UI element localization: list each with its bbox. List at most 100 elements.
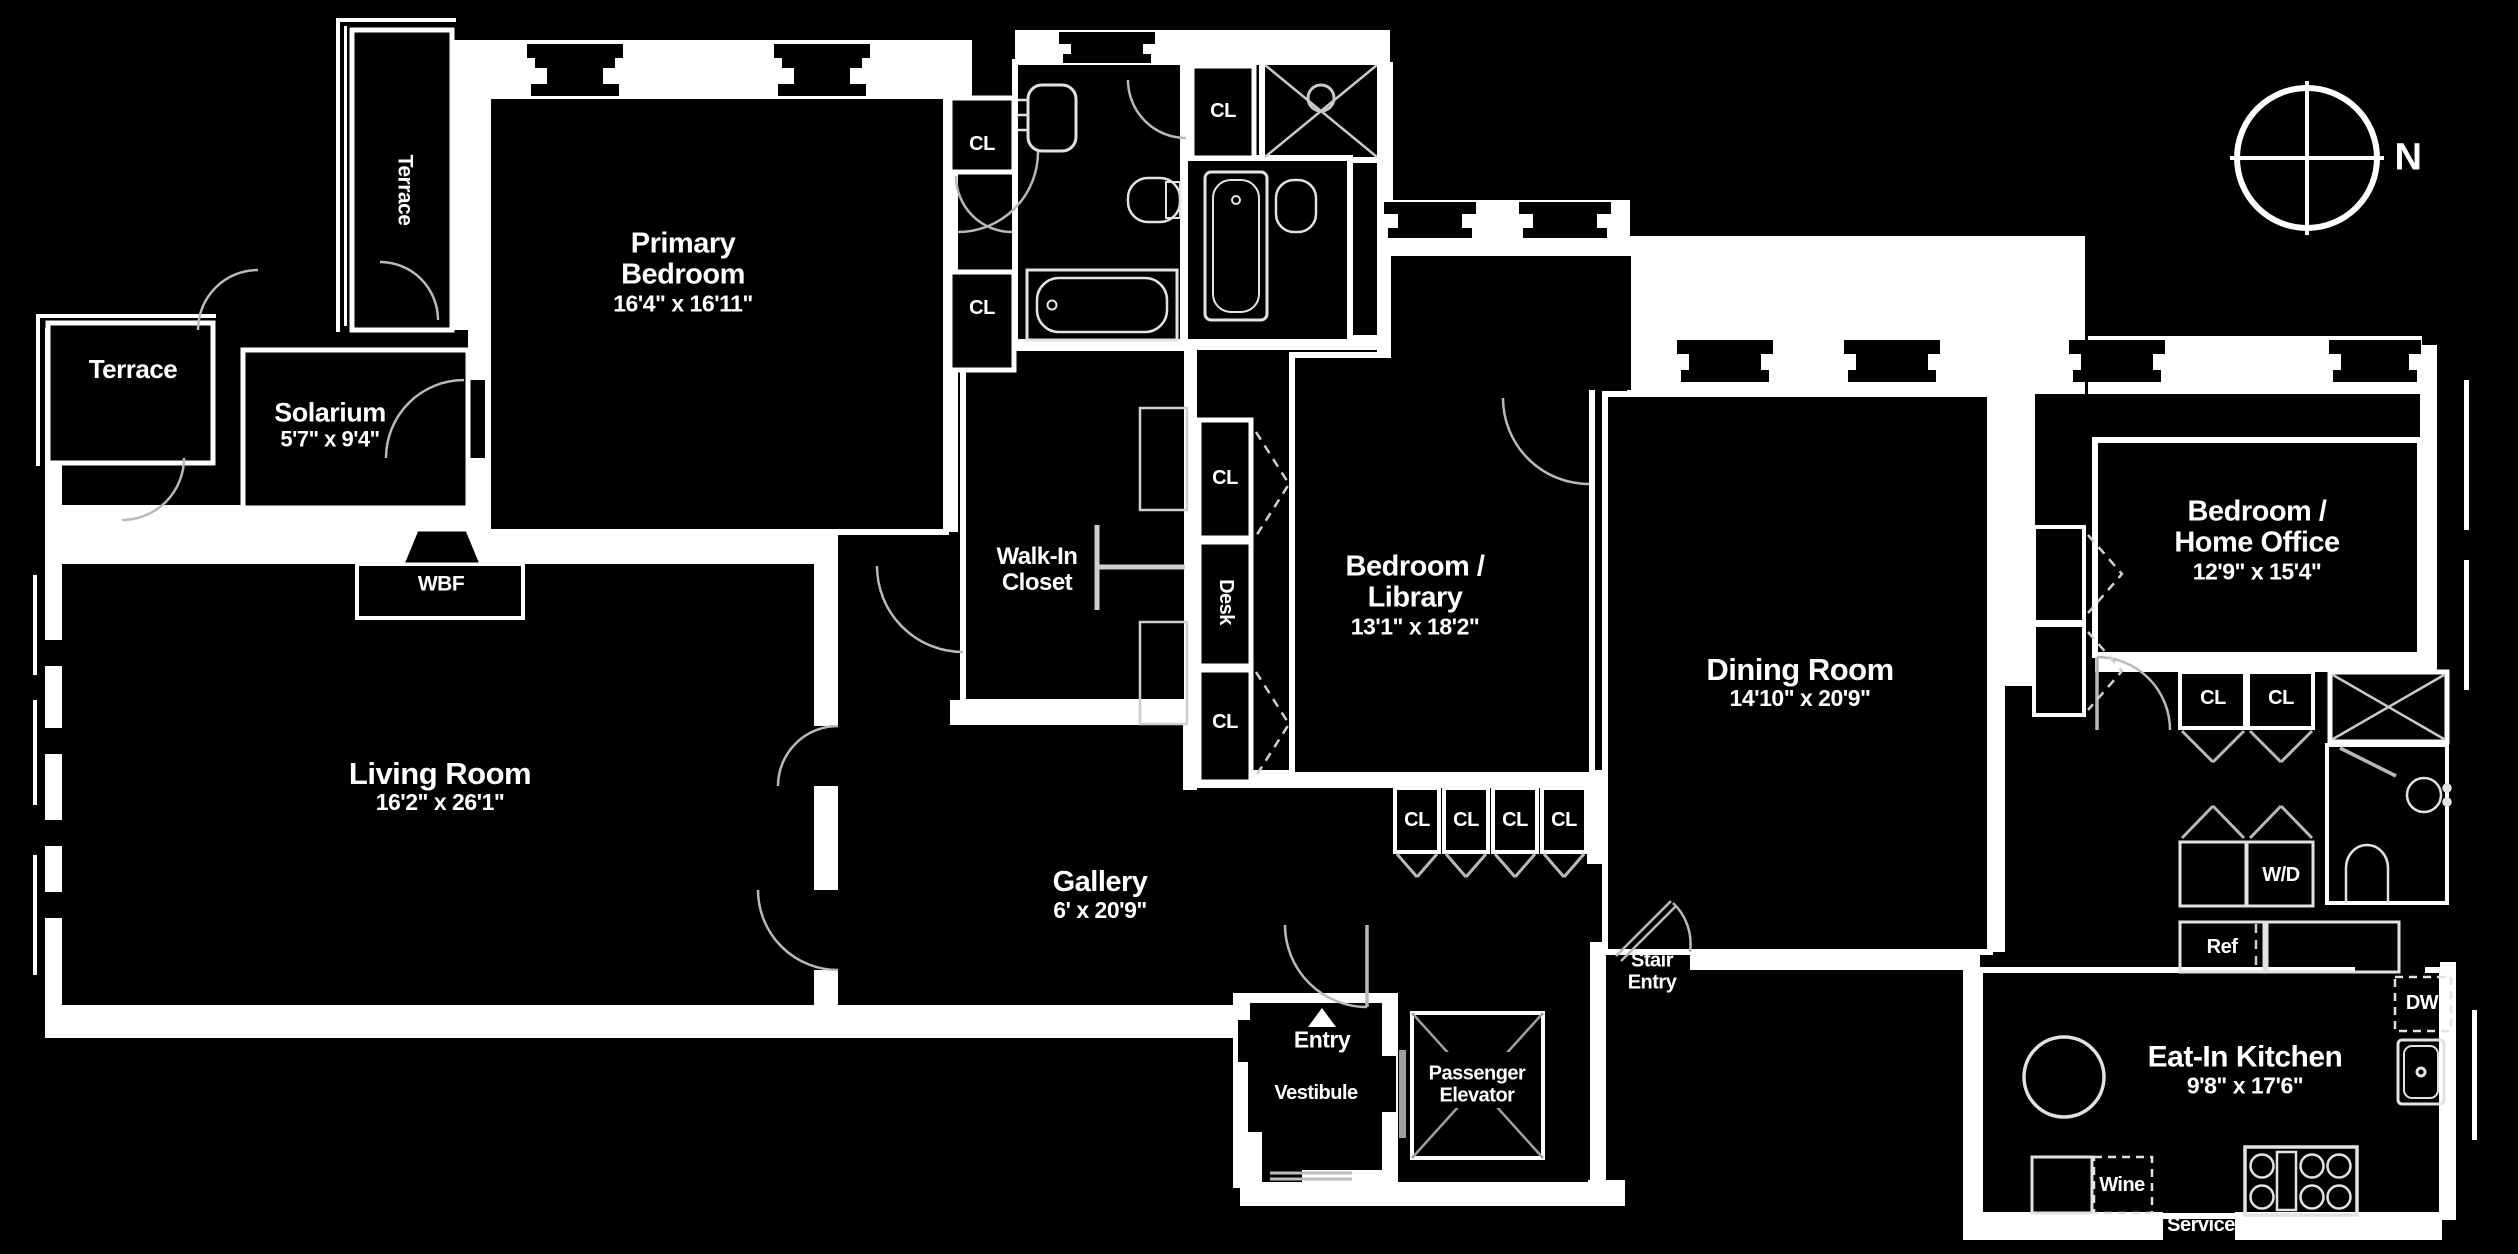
label-terrace-left: Terrace — [88, 353, 178, 384]
label-desk: Desk — [1214, 579, 1237, 625]
label-cl: CL — [1212, 467, 1238, 490]
door-arc — [756, 889, 839, 972]
label-wd: W/D — [2262, 864, 2300, 887]
room-kitchen — [1977, 967, 2445, 1219]
bathtub-icon — [1025, 268, 1179, 342]
label-walk-in-closet: Walk-In Closet — [996, 543, 1078, 596]
window-bump — [1519, 202, 1611, 238]
door-arc — [379, 260, 440, 321]
entry-core — [1238, 970, 1588, 1182]
closet-doors — [2180, 729, 2314, 840]
label-living-room: Living Room 16'2" x 26'1" — [348, 755, 532, 816]
desk-nook — [1196, 539, 1254, 669]
label-dw: DW — [2405, 992, 2439, 1015]
label-cl: CL — [969, 133, 995, 156]
room-terrace-top — [349, 27, 455, 333]
label-cl: CL — [1210, 100, 1236, 123]
closet-column-top — [1196, 417, 1254, 541]
room-bath-1 — [1012, 59, 1186, 345]
window-bumps-layer — [527, 32, 2421, 382]
closet-pair-1 — [2178, 670, 2247, 730]
door-arc — [1501, 397, 1590, 486]
fireplace-icon — [355, 528, 525, 620]
label-stair-entry: Stair Entry — [1627, 949, 1677, 993]
door-leaf — [1615, 900, 1672, 957]
door-arc — [1672, 902, 1692, 953]
fixtures-layer — [355, 64, 2453, 1217]
closet-ho-1 — [2032, 525, 2086, 624]
washer-icon — [2178, 840, 2248, 908]
label-wine: Wine — [2099, 1174, 2145, 1197]
window-bump — [1384, 202, 1476, 238]
door-leaf — [2339, 746, 2397, 778]
label-bedroom-home-office: Bedroom / Home Office 12'9" x 15'4" — [2174, 495, 2340, 584]
compass-icon — [2230, 81, 2384, 235]
door-openings-layer — [45, 370, 838, 970]
label-service: Service — [2167, 1214, 2235, 1237]
kitchen-sink-icon — [2396, 1038, 2446, 1106]
label-wbf: WBF — [417, 572, 465, 596]
label-vestibule: Vestibule — [1274, 1082, 1358, 1105]
label-gallery: Gallery 6' x 20'9" — [1052, 865, 1148, 924]
door-arc — [196, 268, 259, 331]
closet-row-2 — [1442, 786, 1490, 854]
door-leaf — [1620, 905, 1677, 962]
label-cl: CL — [2200, 687, 2226, 710]
room-dining — [1602, 391, 1993, 955]
kitchen-table-icon — [2022, 1035, 2106, 1119]
door-arc — [875, 565, 964, 654]
label-cl: CL — [1551, 809, 1577, 832]
sink-icon — [1018, 83, 1078, 153]
refrigerator-icon — [2178, 920, 2266, 974]
label-compass-north: N — [2394, 136, 2422, 179]
bifold-doors — [1254, 431, 2258, 970]
closet-ho-2 — [2032, 623, 2086, 717]
door-arc — [776, 724, 839, 787]
counter — [2265, 920, 2401, 974]
entry-arrow-icon — [1308, 1008, 1336, 1027]
window-bump — [2329, 340, 2421, 382]
door-arc — [954, 175, 1013, 234]
label-eat-in-kitchen: Eat-In Kitchen 9'8" x 17'6" — [2147, 1040, 2343, 1099]
door-arc — [957, 151, 1040, 234]
label-cl: CL — [1453, 809, 1479, 832]
label-dining-room: Dining Room 14'10" x 20'9" — [1706, 651, 1894, 712]
closet-row-1 — [1393, 786, 1441, 854]
label-cl: CL — [2268, 687, 2294, 710]
stove-icon — [2243, 1145, 2359, 1217]
toilet-icon — [1126, 176, 1182, 224]
closet-rod-icon — [1094, 406, 1189, 726]
closet-hall-1 — [947, 95, 1017, 175]
label-solarium: Solarium 5'7" x 9'4" — [274, 397, 386, 452]
doors-layer — [121, 79, 2397, 1009]
window-bump — [2069, 340, 2165, 382]
window-bump — [774, 44, 870, 96]
door-arc — [384, 378, 465, 459]
rooms-layer — [45, 27, 2450, 1219]
dryer-icon — [2245, 840, 2315, 908]
window-bump — [1059, 32, 1155, 63]
label-entry: Entry — [1293, 1026, 1351, 1053]
shower-icon — [2332, 673, 2445, 741]
label-cl: CL — [1404, 809, 1430, 832]
window-bump — [527, 44, 623, 96]
closet-row-3 — [1491, 786, 1539, 854]
window-bump — [1844, 340, 1940, 382]
room-home-office — [2092, 437, 2423, 658]
closet-row-4 — [1540, 786, 1588, 854]
door-arc — [1283, 924, 1368, 1009]
room-primary-bedroom — [485, 93, 949, 535]
closet-hall-2 — [947, 269, 1017, 373]
shower-icon — [1264, 64, 1378, 158]
wine-cooler-icon — [2092, 1155, 2154, 1215]
door-arc — [121, 457, 186, 522]
label-passenger-elevator: Passenger Elevator — [1428, 1062, 1526, 1106]
label-ref: Ref — [2206, 936, 2238, 959]
label-cl: CL — [969, 297, 995, 320]
closet-doors — [1395, 853, 1586, 878]
room-walk-in-closet — [960, 345, 1190, 705]
label-cl: CL — [1212, 711, 1238, 734]
label-cl: CL — [1502, 809, 1528, 832]
